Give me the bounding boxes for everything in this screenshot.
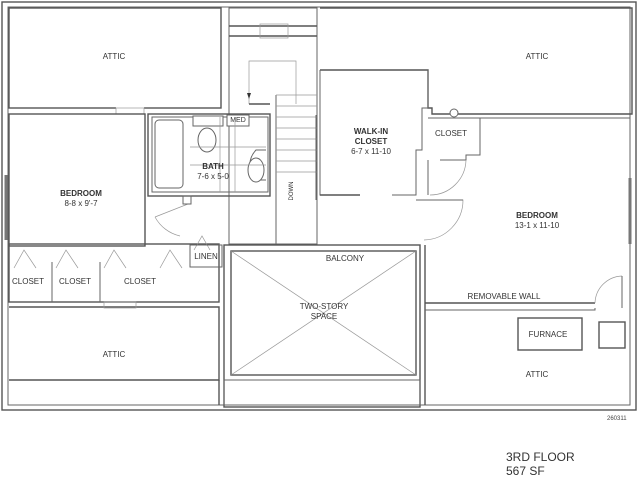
- attic-top-right-outline: [320, 7, 633, 115]
- attic-bottom-left-label: ATTIC: [102, 350, 126, 359]
- drawing-code: 260311: [607, 416, 627, 422]
- furnace-label: FURNACE: [528, 330, 568, 339]
- outer-wall-inner: [7, 6, 631, 406]
- bath-dims: 7-6 x 5-0: [197, 172, 229, 181]
- attic-access-icon: [449, 108, 459, 118]
- walk-in-closet-label-1: WALK-IN: [353, 127, 389, 136]
- attic-top-left-label: ATTIC: [102, 52, 126, 61]
- bedroom-left-label: BEDROOM: [60, 189, 102, 198]
- linen-outline: [189, 244, 223, 268]
- bath-label: BATH: [202, 162, 224, 171]
- medicine-cabinet: [226, 114, 250, 127]
- attic-top-right-label: ATTIC: [525, 52, 549, 61]
- closet-2-label: CLOSET: [58, 277, 92, 286]
- closet-3-label: CLOSET: [123, 277, 157, 286]
- balcony-outline: [223, 244, 421, 408]
- furnace-box: [517, 317, 583, 351]
- attic-bottom-right-label: ATTIC: [525, 370, 549, 379]
- closet-row-outline: [8, 243, 220, 303]
- toilet-icon: [197, 127, 217, 153]
- walk-in-closet-dims: 6-7 x 11-10: [351, 147, 391, 156]
- equipment-box: [598, 321, 626, 349]
- walk-in-closet-label-2: CLOSET: [354, 137, 388, 146]
- stair-down-text: DOWN: [289, 181, 295, 201]
- bedroom-right-label: BEDROOM: [516, 211, 558, 220]
- bifold-door-icons: [13, 235, 211, 269]
- outer-wall: [1, 1, 637, 411]
- med-label: MED: [230, 117, 246, 124]
- two-story-space-outline: [230, 250, 417, 376]
- closet-right-label: CLOSET: [434, 129, 468, 138]
- bedroom-left-outline: [8, 113, 146, 247]
- attic-top-left-outline: [8, 7, 222, 109]
- two-story-label-2: SPACE: [310, 312, 338, 321]
- attic-bottom-left-outline: [9, 306, 220, 381]
- linen-label: LINEN: [194, 252, 218, 261]
- bedroom-right-dims: 13-1 x 11-10: [514, 221, 560, 230]
- bedroom-left-dims: 8-8 x 9'-7: [64, 199, 98, 208]
- sink-icon: [247, 157, 265, 183]
- floor-label: 3RD FLOOR: [506, 450, 575, 464]
- removable-wall-label: REMOVABLE WALL: [467, 292, 541, 301]
- two-story-label-1: TWO-STORY: [299, 302, 349, 311]
- floor-area: 567 SF: [506, 464, 545, 478]
- bathtub-icon: [154, 119, 184, 189]
- bath-outline: [147, 113, 271, 197]
- balcony-label: BALCONY: [325, 254, 365, 263]
- arrow-down-icon: [247, 93, 251, 99]
- closet-1-label: CLOSET: [11, 277, 45, 286]
